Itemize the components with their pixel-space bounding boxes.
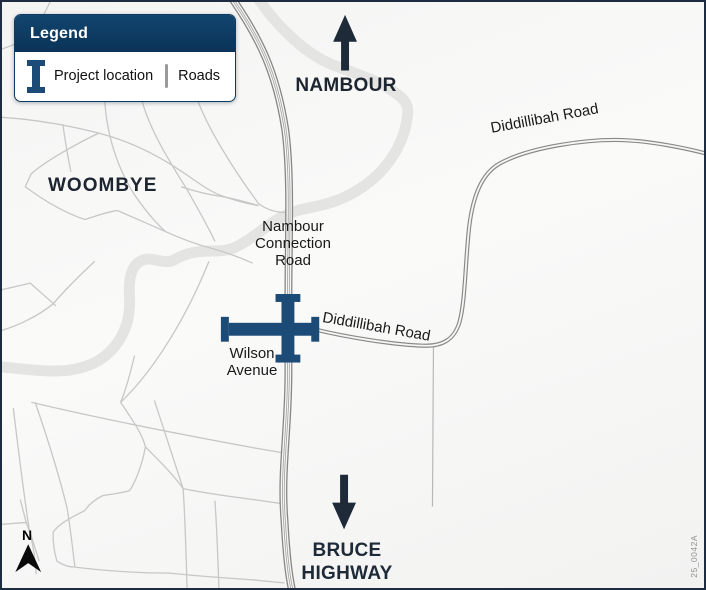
project-location-marker bbox=[220, 294, 320, 363]
legend-panel: Legend Project location Roads bbox=[14, 14, 236, 102]
diddillibah-road bbox=[314, 137, 704, 348]
bruce-highway-arrow-icon bbox=[332, 474, 356, 530]
compass-north-label: N bbox=[22, 527, 33, 543]
legend-body: Project location Roads bbox=[15, 52, 235, 100]
legend-item-project-location: Project location bbox=[54, 68, 154, 84]
roads-line-icon bbox=[165, 64, 169, 88]
legend-item-roads: Roads bbox=[178, 68, 221, 84]
sheet-code: 25_0042A bbox=[689, 535, 699, 578]
legend-title: Legend bbox=[15, 15, 235, 52]
project-location-icon bbox=[27, 59, 45, 93]
label-nambour: NAMBOUR bbox=[295, 75, 397, 96]
label-nambour-connection-road: Nambour Connection Road bbox=[255, 218, 331, 269]
nambour-connection-road bbox=[229, 2, 296, 588]
north-arrow-icon bbox=[15, 544, 42, 573]
label-wilson-avenue: Wilson Avenue bbox=[226, 345, 278, 379]
minor-roads bbox=[2, 2, 435, 588]
creek-band bbox=[2, 2, 414, 377]
label-woombye: WOOMBYE bbox=[48, 175, 158, 196]
nambour-arrow-icon bbox=[333, 14, 357, 71]
label-bruce-highway: BRUCE HIGHWAY bbox=[301, 540, 393, 584]
